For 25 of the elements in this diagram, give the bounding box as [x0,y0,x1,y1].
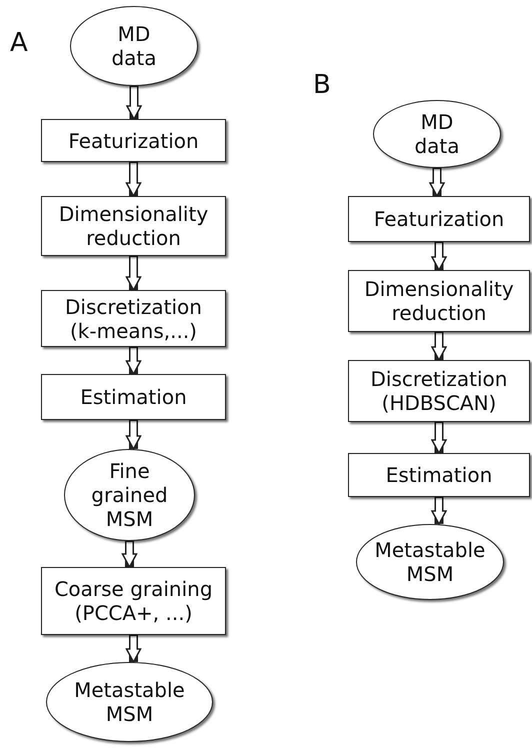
process-box [348,453,530,497]
panel-label: A [10,28,28,58]
process-box [348,270,530,332]
panel-label: B [313,70,331,100]
node-label: MD data [413,110,461,158]
node-label: Metastable MSM [73,678,186,726]
node-label: Dimensionality reduction [58,202,210,250]
process-box [348,360,530,422]
process-box [41,374,226,420]
node-label: Discretization (k-means,...) [64,294,203,342]
process-box [41,119,226,162]
process-box [41,290,226,347]
process-box [41,567,226,635]
node-label: Estimation [386,463,492,487]
node-label: Metastable MSM [374,538,486,586]
node-label: Dimensionality reduction [363,277,515,325]
node-label: Estimation [80,385,187,409]
node-label: Featurization [374,207,504,231]
node-label: MD data [110,22,158,70]
node-label: Featurization [68,128,199,152]
node-label: Fine grained MSM [90,459,169,531]
process-box [41,196,226,256]
node-label: Coarse graining (PCCA+, ...) [53,577,214,625]
process-box [348,196,530,242]
node-label: Discretization (HDBSCAN) [370,367,508,415]
